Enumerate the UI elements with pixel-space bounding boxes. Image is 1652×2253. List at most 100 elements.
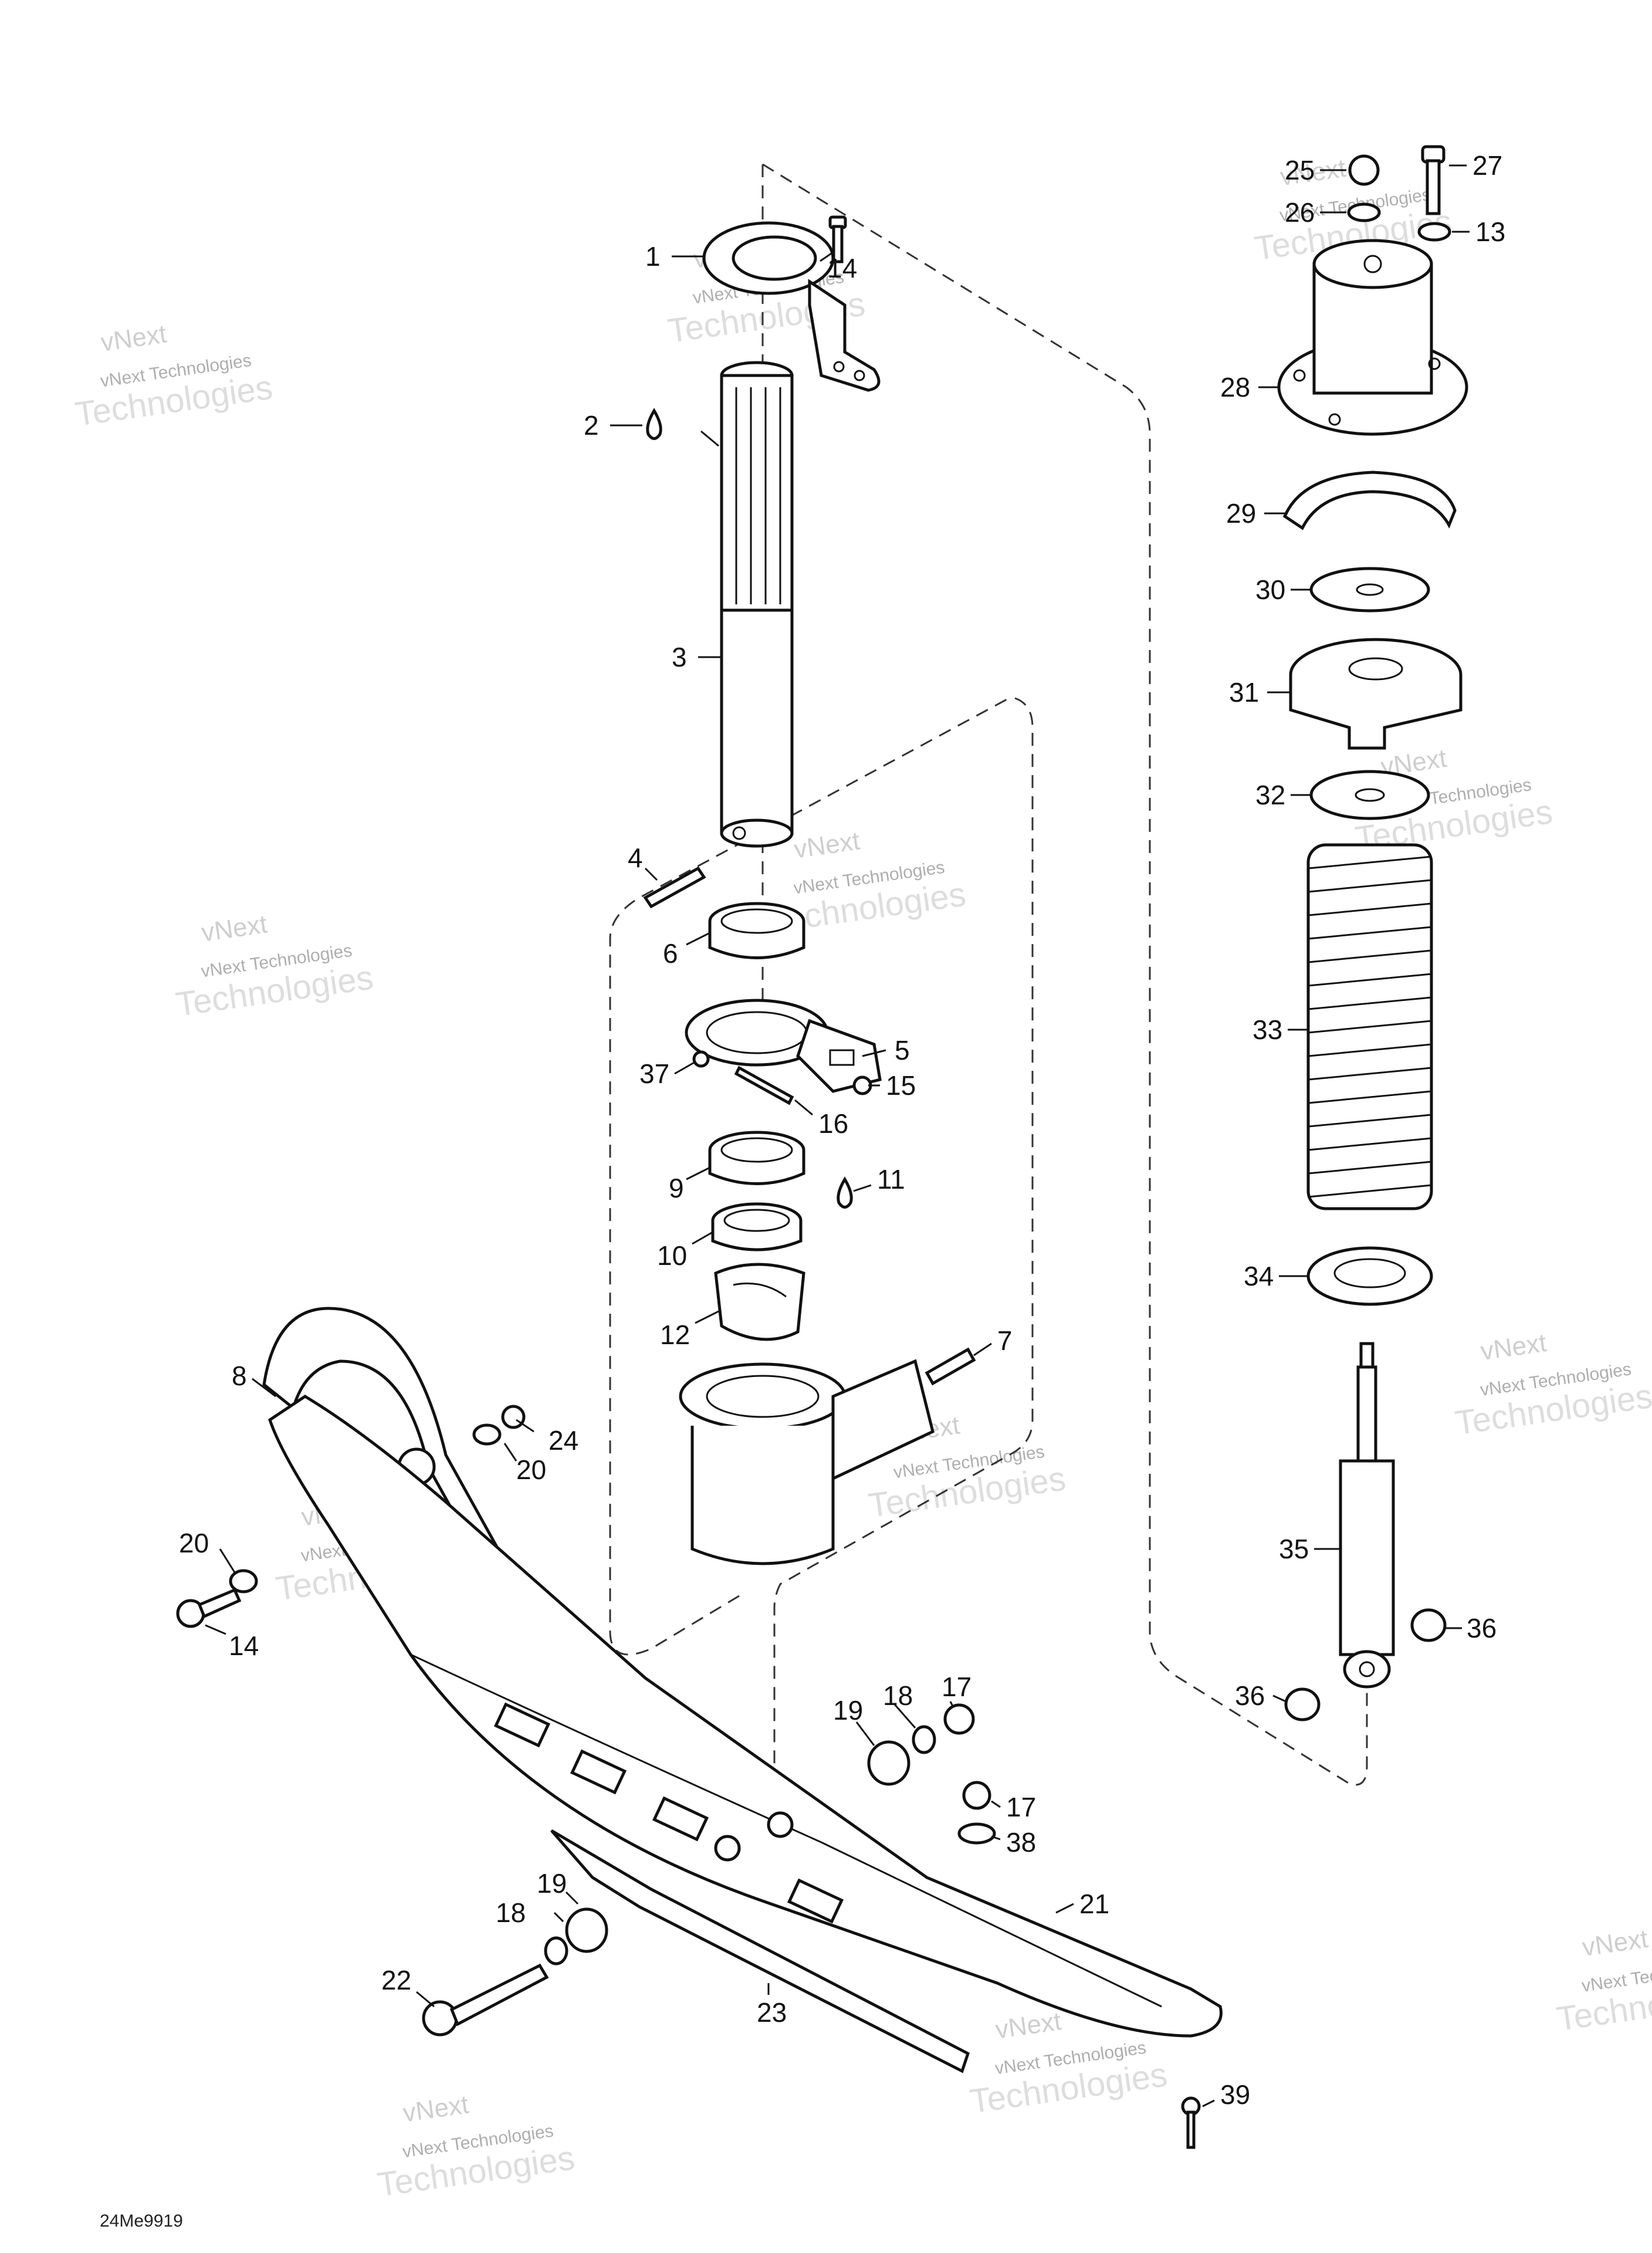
part-3-steering-column xyxy=(720,361,794,848)
part-15-nut xyxy=(852,1075,872,1095)
callout-12: 12 xyxy=(660,1320,690,1350)
watermark-line1: vNext xyxy=(1580,1924,1650,1962)
part-20-washer-left xyxy=(229,1569,258,1594)
part-17-nut-lower xyxy=(962,1781,991,1810)
watermark-lower-right: vNext vNext Technologies Technologies xyxy=(1453,1328,1652,1442)
watermark-line1: vNext xyxy=(1479,1328,1548,1366)
callout-3: 3 xyxy=(672,642,687,672)
callout-17-upper: 17 xyxy=(942,1672,971,1702)
callout-5: 5 xyxy=(895,1035,910,1065)
callout-38: 38 xyxy=(1006,1827,1036,1858)
part-10-bushing xyxy=(711,1202,803,1251)
callout-9: 9 xyxy=(669,1173,684,1203)
part-25-nut xyxy=(1348,154,1380,186)
callout-36-right: 36 xyxy=(1467,1613,1497,1643)
outline-steering-column xyxy=(762,163,1368,1786)
part-7-bolt xyxy=(925,1347,976,1386)
callout-34: 34 xyxy=(1244,1261,1274,1291)
watermark-line1: vNext xyxy=(994,2007,1063,2044)
part-24-nut xyxy=(501,1405,526,1429)
part-16-screw xyxy=(734,1065,794,1105)
part-18-washer-lower xyxy=(544,1936,568,1966)
watermark-line1: vNext xyxy=(401,2090,470,2127)
part-14-bolt-top xyxy=(828,215,847,263)
part-spindle-housing xyxy=(679,1359,935,1565)
callout-33: 33 xyxy=(1252,1014,1282,1045)
callout-20-upper: 20 xyxy=(516,1454,546,1485)
watermark-bottom-right: vNext vNext Technologies Technologies xyxy=(1554,1924,1652,2038)
callout-39: 39 xyxy=(1220,2079,1250,2110)
part-9-bushing xyxy=(708,1131,805,1185)
figure-reference: 24Me9919 xyxy=(100,2211,183,2231)
callout-21: 21 xyxy=(1079,1889,1109,1919)
part-28-shock-cap xyxy=(1277,239,1468,436)
part-11-grease-drop xyxy=(837,1176,853,1209)
callout-2: 2 xyxy=(584,410,599,441)
part-21-ski xyxy=(268,1395,1223,2038)
callout-37: 37 xyxy=(639,1058,669,1089)
callout-17-lower: 17 xyxy=(1006,1792,1036,1822)
callout-1: 1 xyxy=(645,241,661,272)
callout-24: 24 xyxy=(549,1425,578,1456)
callout-25: 25 xyxy=(1285,155,1315,185)
callout-7: 7 xyxy=(997,1325,1013,1356)
callout-4: 4 xyxy=(628,843,643,873)
part-2-grease-drop xyxy=(646,408,662,440)
part-31-spring-seat xyxy=(1289,638,1463,750)
part-39-rivet xyxy=(1181,2096,1201,2149)
part-5-support-plate xyxy=(685,999,882,1093)
part-33-spring xyxy=(1306,843,1433,1210)
part-4-pin xyxy=(643,866,706,909)
callout-31: 31 xyxy=(1229,677,1259,708)
callout-26: 26 xyxy=(1285,197,1315,228)
callout-36-left: 36 xyxy=(1235,1680,1265,1711)
part-26-washer xyxy=(1347,202,1381,222)
part-19-bushing-lower xyxy=(565,1907,608,1953)
callout-13: 13 xyxy=(1475,216,1505,247)
callout-22: 22 xyxy=(381,1965,411,1995)
callout-labels: 1 2 3 4 5 6 7 8 9 10 11 12 13 14 14 15 1… xyxy=(179,150,1505,2110)
part-36-bushing-right xyxy=(1410,1608,1447,1642)
part-12-sleeve xyxy=(714,1263,805,1341)
part-1-steering-arm xyxy=(702,221,881,392)
part-30-washer xyxy=(1309,567,1430,613)
callout-29: 29 xyxy=(1226,498,1256,529)
callout-18-lower: 18 xyxy=(496,1897,526,1928)
part-6-bushing xyxy=(708,902,805,959)
watermark-line1: vNext xyxy=(792,827,861,864)
callout-30: 30 xyxy=(1255,574,1285,605)
callout-35: 35 xyxy=(1279,1534,1309,1564)
callout-32: 32 xyxy=(1255,780,1285,810)
part-32-washer xyxy=(1309,770,1430,820)
callout-15: 15 xyxy=(886,1070,916,1101)
part-20-washer-upper xyxy=(472,1423,502,1446)
part-37-grease-fitting xyxy=(692,1050,710,1068)
part-36-bushing-left xyxy=(1284,1687,1321,1721)
callout-27: 27 xyxy=(1472,150,1502,181)
watermark-line1: vNext xyxy=(99,320,168,357)
part-17-nut-upper xyxy=(943,1703,975,1735)
watermark-bottom-left: vNext vNext Technologies Technologies xyxy=(375,2090,577,2204)
watermark-line1: vNext xyxy=(199,909,269,947)
callout-14-top: 14 xyxy=(827,253,857,283)
callout-8: 8 xyxy=(232,1361,247,1391)
part-23-runner xyxy=(550,1829,970,2073)
callout-20-left: 20 xyxy=(179,1528,209,1558)
callout-16: 16 xyxy=(818,1108,848,1139)
callout-11: 11 xyxy=(877,1164,905,1195)
part-22-bolt xyxy=(422,1963,549,2037)
leader-lines xyxy=(205,164,1470,2107)
part-29-circlip xyxy=(1282,471,1457,530)
callout-19-upper: 19 xyxy=(833,1695,863,1726)
part-13-washer xyxy=(1417,222,1451,242)
watermark-top-left: vNext vNext Technologies Technologies xyxy=(73,320,275,434)
part-19-bushing-upper xyxy=(867,1740,910,1786)
callout-23: 23 xyxy=(757,1997,787,2028)
part-38-washer xyxy=(957,1822,996,1845)
part-35-shock-absorber xyxy=(1339,1342,1395,1689)
part-27-bolt xyxy=(1421,145,1446,215)
part-34-washer xyxy=(1306,1246,1433,1306)
part-14-bolt-left xyxy=(176,1588,242,1628)
callout-14-left: 14 xyxy=(229,1630,259,1661)
